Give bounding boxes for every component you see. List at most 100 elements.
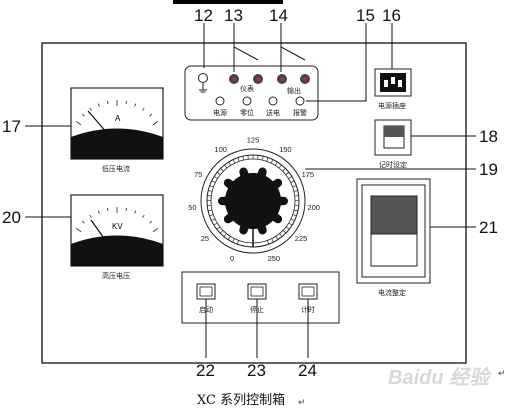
meter-terminal-left bbox=[229, 74, 239, 84]
timer-setting-label: 记时设定 bbox=[379, 160, 407, 169]
dial-tick bbox=[227, 236, 231, 240]
dial-tick bbox=[232, 238, 235, 243]
power-socket-icon bbox=[374, 68, 412, 97]
dial-tick bbox=[232, 159, 236, 164]
indicator-panel bbox=[184, 65, 319, 121]
ammeter-unit: A bbox=[115, 114, 121, 123]
kv-meter-tick bbox=[142, 214, 145, 218]
timer-button[interactable] bbox=[298, 283, 318, 300]
kv-meter-tick bbox=[125, 207, 127, 211]
ammeter-needle bbox=[87, 110, 109, 135]
callout-24: 24 bbox=[298, 361, 317, 380]
kv-meter-tick bbox=[81, 220, 85, 224]
callout-17: 17 bbox=[2, 117, 21, 136]
dial-tick bbox=[219, 230, 224, 234]
callout-15: 15 bbox=[356, 6, 375, 25]
watermark: Baidu 经验 bbox=[388, 366, 492, 389]
dial-tick bbox=[285, 171, 290, 175]
output-terminal-label: 输出 bbox=[287, 86, 301, 95]
dial-tick bbox=[213, 176, 218, 179]
dial-tick bbox=[275, 236, 279, 240]
return-mark-icon: ↵ bbox=[298, 398, 306, 408]
ammeter-tick bbox=[152, 120, 159, 126]
dial-tick bbox=[271, 238, 274, 243]
kv-meter-tick bbox=[107, 207, 109, 211]
zero-position-light-label: 零位 bbox=[240, 108, 254, 117]
dial-tick bbox=[282, 230, 287, 234]
dial-tick bbox=[293, 209, 299, 212]
dial-tick bbox=[213, 222, 218, 226]
dial-scale-label: 25 bbox=[201, 234, 209, 243]
dial-scale-label: 0 bbox=[230, 254, 234, 263]
alarm-light-label: 报警 bbox=[293, 108, 307, 117]
kv-meter-tick bbox=[89, 214, 92, 218]
ammeter-tick bbox=[125, 100, 127, 104]
kv-meter-tick bbox=[152, 227, 159, 233]
ammeter-caption: 低压电流 bbox=[102, 164, 130, 173]
kv-meter-caption: 高压电压 bbox=[102, 271, 130, 280]
power-light bbox=[215, 96, 225, 106]
dial-tick bbox=[207, 209, 213, 212]
callout-18: 18 bbox=[479, 127, 498, 146]
dial-tick bbox=[279, 233, 283, 237]
ammeter-tick bbox=[134, 103, 137, 107]
dial-scale-label: 100 bbox=[214, 145, 227, 154]
ammeter bbox=[70, 87, 164, 160]
kv-meter-unit: KV bbox=[112, 222, 123, 231]
kv-meter-tick bbox=[149, 220, 153, 224]
output-terminal-right bbox=[300, 74, 310, 84]
dial-tick bbox=[270, 159, 274, 164]
dial-tick bbox=[224, 164, 228, 169]
side-return-mark-icon: ↵ bbox=[498, 369, 506, 379]
dial-scale-label: 250 bbox=[268, 254, 281, 263]
figure-caption: XC 系列控制箱 bbox=[197, 392, 285, 408]
callout-21: 21 bbox=[479, 218, 498, 237]
callout-14: 14 bbox=[269, 6, 288, 25]
dial-tick bbox=[266, 157, 269, 162]
control-panel bbox=[41, 42, 467, 364]
start-button[interactable] bbox=[196, 283, 216, 300]
dial-tick bbox=[220, 168, 224, 172]
dial-tick bbox=[282, 168, 286, 172]
dial-tick bbox=[290, 218, 295, 221]
power-on-light-label: 送电 bbox=[266, 108, 280, 117]
dial-scale-label: 225 bbox=[295, 234, 308, 243]
dial-tick bbox=[278, 164, 282, 169]
ammeter-tick bbox=[89, 107, 92, 111]
dial-scale-label: 125 bbox=[247, 136, 260, 145]
dial-tick bbox=[237, 157, 240, 162]
dial-tick bbox=[208, 190, 213, 192]
dial-tick bbox=[209, 214, 214, 217]
power-on-light bbox=[268, 96, 278, 106]
dial-tick bbox=[288, 176, 293, 179]
stop-button[interactable] bbox=[247, 283, 267, 300]
dial-scale-label: 75 bbox=[194, 170, 202, 179]
meter-terminal-right bbox=[253, 74, 263, 84]
callout-19: 19 bbox=[479, 160, 498, 179]
dial-tick bbox=[223, 233, 227, 237]
dial-tick bbox=[292, 214, 297, 217]
ammeter-tick bbox=[149, 113, 153, 117]
voltage-regulator-knob[interactable] bbox=[218, 167, 288, 247]
ammeter-tick bbox=[142, 107, 145, 111]
ammeter-tick bbox=[97, 103, 100, 107]
callout-22: 22 bbox=[196, 361, 215, 380]
callout-lines bbox=[25, 23, 476, 358]
dial-scale-label: 50 bbox=[188, 203, 196, 212]
dial-tick bbox=[292, 185, 297, 188]
dial-tick bbox=[293, 190, 298, 192]
callout-23: 23 bbox=[247, 361, 266, 380]
dial-scale-label: 150 bbox=[279, 145, 292, 154]
callout-12: 12 bbox=[194, 6, 213, 25]
current-adjust-slot bbox=[370, 233, 418, 267]
current-adjust-label: 电流整定 bbox=[378, 288, 406, 297]
dial-scale-label: 200 bbox=[307, 203, 320, 212]
dial-scale-label: 175 bbox=[302, 170, 315, 179]
meter-terminal-label: 仪表 bbox=[240, 84, 254, 93]
kv-meter-needle bbox=[90, 219, 107, 242]
current-adjust-knob bbox=[370, 195, 418, 235]
output-terminal-left bbox=[277, 74, 287, 84]
dial-tick bbox=[209, 185, 214, 188]
kv-meter-tick bbox=[75, 227, 82, 233]
